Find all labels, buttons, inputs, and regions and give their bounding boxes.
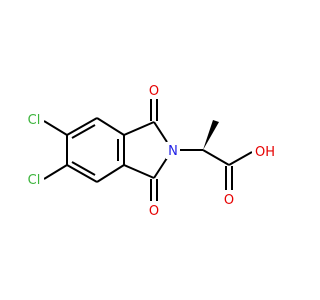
atom-oh-hydroxyl: OH [255,145,275,160]
bonds [43,99,253,201]
atom-n-imide: N [168,144,178,159]
atom-o-carboxyl: O [224,193,234,208]
bond-ring-c6-c1 [96,117,125,136]
chemical-structure-diagram: Cl Cl O O N O OH [22,82,278,219]
bond-ring-c3-c4-inner [71,161,96,176]
bond-ring-c4-c5 [96,164,125,183]
bond-c3-cl2 [43,164,68,180]
bond-ring-c1-c2 [66,117,98,136]
wedge-bond-c9-methyl [203,120,219,150]
atom-o-upper-carbonyl: O [149,84,159,99]
bond-c8-n [153,157,168,179]
atom-labels: Cl Cl O O N O OH [22,82,278,219]
bond-ring-c1-c2-inner [71,124,96,139]
bond-c2-cl1 [43,120,68,136]
atom-cl-upper: Cl [28,113,41,128]
bond-c6-c7 [123,121,155,136]
bond-c5-c8 [123,164,155,179]
atom-o-lower-carbonyl: O [149,204,159,219]
bond-c9-c10 [202,149,230,166]
bond-c10-oh [228,151,253,166]
atom-cl-lower: Cl [28,173,41,188]
bond-c7-n [153,121,168,143]
bond-ring-c3-c4 [66,164,98,183]
